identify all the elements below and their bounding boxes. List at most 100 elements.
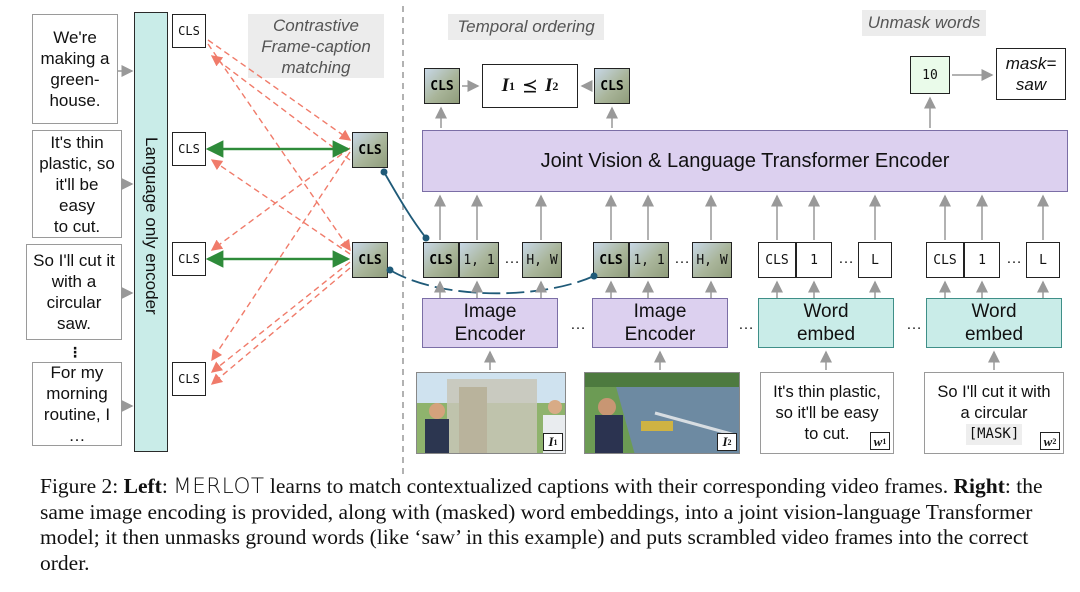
image-encoder-2: Image Encoder [592, 298, 728, 348]
frame-cls-token-1: CLS [352, 132, 388, 168]
w2-cls-token: CLS [926, 242, 964, 278]
formula-relation: ⪯ [522, 75, 538, 97]
caption-3-line-1: So I'll cut it [33, 251, 115, 270]
lang-cls-token-3: CLS [172, 242, 206, 276]
word-input-2-tag-letter: w [1043, 433, 1053, 449]
w1-token-1: 1 [796, 242, 832, 278]
negative-link-6 [210, 261, 351, 373]
image-encoder-1: Image Encoder [422, 298, 558, 348]
caption-right-label: Right [953, 474, 1005, 498]
word-embed-1-line-1: Word [803, 301, 849, 322]
caption-1-line-3: green- [50, 70, 100, 89]
caption-3-line-2: with a [51, 272, 97, 291]
caption-box-3: So I'll cut it with a circular saw. [26, 244, 122, 340]
language-only-encoder: Language only encoder [134, 12, 168, 452]
video-frame-1-image [417, 373, 565, 453]
caption-3-line-4: saw. [56, 314, 92, 333]
word-embed-1: Word embed [758, 298, 894, 348]
contrastive-matching-label: Contrastive Frame-caption matching [248, 14, 384, 78]
temporal-ordering-label: Temporal ordering [448, 14, 604, 40]
caption-part-1: learns to match contextualized captions … [264, 474, 954, 498]
image-encoder-2-line-1: Image [633, 301, 687, 322]
caption-4-line-1: For my [50, 363, 104, 382]
caption-4-line-3: routine, I … [43, 405, 111, 445]
contrastive-label-line-1: Contrastive [273, 16, 359, 35]
w2-token-L: L [1026, 242, 1060, 278]
caption-1-line-1: We're [53, 28, 97, 47]
frame2-cls-token: CLS [593, 242, 629, 278]
image-encoder-1-line-2: Encoder [454, 324, 526, 345]
encoder-gap-ellipsis-3: … [906, 316, 922, 333]
image-encoder-1-line-1: Image [463, 301, 517, 322]
language-only-encoder-label: Language only encoder [142, 137, 161, 315]
word-input-2-tag-sub: 2 [1052, 436, 1057, 446]
frame2-token-ellipsis: … [674, 250, 690, 267]
figure-caption: Figure 2: Left: MERLOT learns to match c… [40, 474, 1043, 575]
frame-1-tag-sub: 1 [553, 437, 558, 447]
word-embed-2-line-2: embed [964, 324, 1024, 345]
word-embed-1-line-2: embed [796, 324, 856, 345]
word-input-1-line-1: It's thin plastic, [773, 382, 881, 401]
caption-2-line-1: It's thin [50, 132, 104, 152]
word-input-1-tag-letter: w [873, 433, 883, 449]
word-input-2-mask: [MASK] [965, 423, 1023, 445]
frame1-token-ellipsis: … [504, 250, 520, 267]
caption-box-2: It's thin plastic, so it'll be easy to c… [32, 130, 122, 238]
unmask-answer-box: mask= saw [996, 48, 1066, 100]
video-frame-2-image [585, 373, 739, 453]
w1-token-ellipsis: … [838, 250, 854, 267]
w2-token-ellipsis: … [1006, 250, 1022, 267]
encoder-gap-ellipsis-2: … [738, 316, 754, 333]
formula-lhs: I [501, 75, 510, 96]
caption-2-line-3: it'll be easy [55, 174, 99, 215]
lang-cls-token-4: CLS [172, 362, 206, 396]
unmask-answer-line-2: saw [1015, 75, 1047, 94]
unmask-answer-line-1: mask= [1005, 54, 1057, 73]
w1-token-L: L [858, 242, 892, 278]
negative-link-3 [210, 147, 351, 251]
caption-box-4: For my morning routine, I … [32, 362, 122, 446]
lang-cls-token-2: CLS [172, 132, 206, 166]
encoder-gap-ellipsis-1: … [570, 316, 586, 333]
predicted-token-box: 10 [910, 56, 950, 94]
word-embed-2: Word embed [926, 298, 1062, 348]
contrastive-label-line-3: matching [281, 58, 351, 77]
frame-1-connector [383, 171, 427, 239]
word-input-1-tag-sub: 1 [882, 436, 887, 446]
caption-left-label: Left [123, 474, 162, 498]
caption-1-line-2: making a [40, 49, 110, 68]
frame-1-tag-letter: I [548, 434, 554, 449]
caption-model-name: MERLOT [173, 474, 265, 499]
word-input-1-line-3: to cut. [804, 424, 850, 443]
negative-link-4 [211, 151, 351, 362]
frame-2-tag-sub: 2 [727, 437, 732, 447]
formula-rhs-sub: 2 [552, 78, 559, 93]
w2-token-1: 1 [964, 242, 1000, 278]
output-cls-token-1: CLS [424, 68, 460, 104]
caption-part-2: : the same image encoding is provided, a… [40, 474, 1043, 575]
image-encoder-2-line-2: Encoder [624, 324, 696, 345]
frame-2-tag-letter: I [722, 434, 728, 449]
section-divider [402, 6, 404, 476]
frame2-patch-1-1: 1, 1 [629, 242, 669, 278]
captions-ellipsis: ⋮ [68, 344, 82, 360]
caption-1-line-4: house. [49, 91, 101, 110]
caption-3-line-3: circular [46, 293, 102, 312]
contrastive-label-line-2: Frame-caption [261, 37, 371, 56]
word-input-2-line-2: a circular [960, 403, 1028, 422]
word-embed-2-line-1: Word [971, 301, 1017, 322]
unmask-words-label: Unmask words [862, 10, 986, 36]
negative-link-5 [210, 159, 351, 255]
joint-vision-language-encoder: Joint Vision & Language Transformer Enco… [422, 130, 1068, 192]
frame-cls-token-2: CLS [352, 242, 388, 278]
caption-2-line-4: to cut. [53, 216, 101, 236]
lang-cls-token-1: CLS [172, 14, 206, 48]
frame1-patch-1-1: 1, 1 [459, 242, 499, 278]
